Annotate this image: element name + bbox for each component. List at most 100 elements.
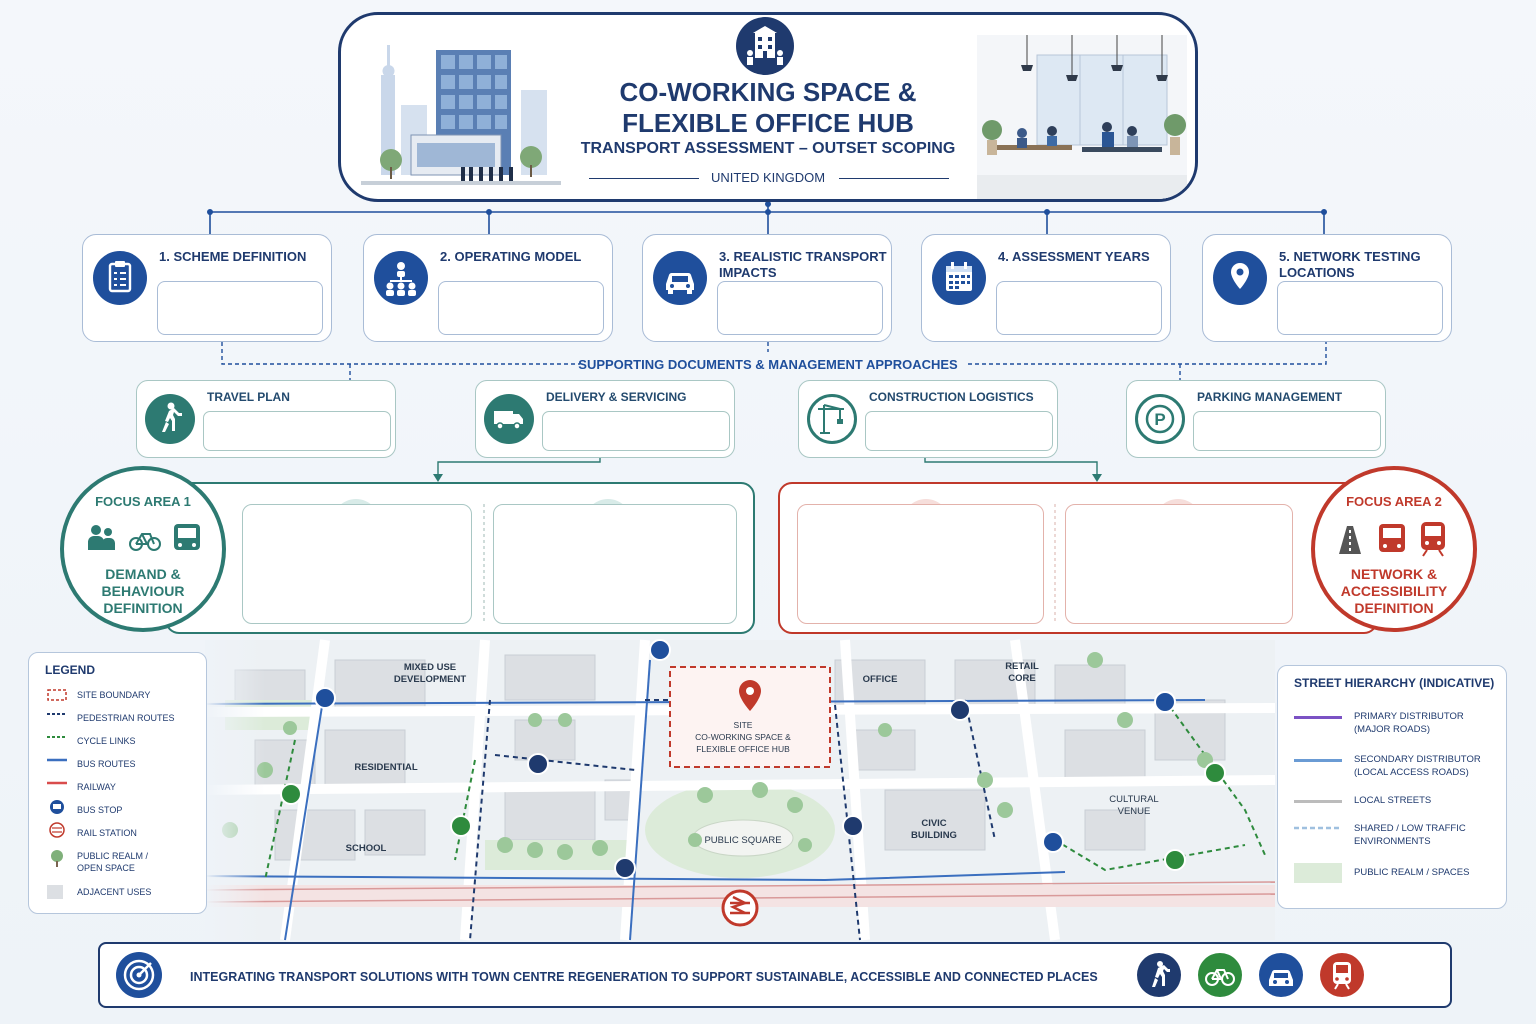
step-card-assessment-years: 4. ASSESSMENT YEARS bbox=[921, 234, 1171, 342]
secondary-distributor-swatch bbox=[1294, 759, 1342, 762]
doc-input-box[interactable] bbox=[865, 411, 1053, 451]
legend-item: ADJACENT USES bbox=[77, 887, 152, 897]
doc-input-box[interactable] bbox=[1193, 411, 1381, 451]
map-label-line: RETAIL bbox=[1005, 661, 1039, 672]
hierarchy-item: PUBLIC REALM / SPACES bbox=[1354, 867, 1470, 878]
focus-1-input-box-b[interactable] bbox=[493, 504, 737, 624]
focus-1-name-line2: BEHAVIOUR bbox=[101, 583, 185, 599]
country-divider-left bbox=[589, 178, 699, 179]
focus-2-input-box-a[interactable] bbox=[797, 504, 1044, 624]
header-country: UNITED KINGDOM bbox=[710, 170, 826, 185]
train-icon bbox=[1320, 953, 1364, 997]
focus-2-name-line3: DEFINITION bbox=[1354, 600, 1434, 616]
legend-item: SITE BOUNDARY bbox=[77, 690, 151, 700]
focus-2-name-line1: NETWORK & bbox=[1350, 566, 1438, 582]
header-title-line1: CO-WORKING SPACE & bbox=[619, 77, 917, 107]
legend-title: LEGEND bbox=[45, 663, 96, 677]
doc-card-travel-plan: TRAVEL PLAN bbox=[136, 380, 396, 458]
hierarchy-item-line: SECONDARY DISTRIBUTOR bbox=[1354, 754, 1481, 765]
map-label-office: OFFICE bbox=[862, 674, 898, 685]
footer-banner: INTEGRATING TRANSPORT SOLUTIONS WITH TOW… bbox=[98, 942, 1452, 1008]
step-input-box[interactable] bbox=[1277, 281, 1443, 335]
bus-route-swatch bbox=[47, 758, 67, 762]
hierarchy-item: PRIMARY DISTRIBUTOR(MAJOR ROADS) bbox=[1354, 710, 1464, 736]
legend-item: PEDESTRIAN ROUTES bbox=[77, 713, 175, 723]
road-bus-train-icons bbox=[1339, 522, 1445, 557]
map-label-line: DEVELOPMENT bbox=[393, 674, 467, 685]
primary-distributor-swatch bbox=[1294, 716, 1342, 719]
map-label-line: CORE bbox=[1008, 673, 1036, 684]
bus-stop-markers bbox=[314, 639, 1176, 853]
doc-label: TRAVEL PLAN bbox=[207, 390, 290, 404]
bicycle-icon bbox=[1198, 953, 1242, 997]
map-legend: LEGEND SITE BOUNDARY PEDESTRIAN ROUTES C… bbox=[28, 652, 207, 914]
map-label-line: CULTURAL bbox=[1109, 794, 1159, 805]
step-input-box[interactable] bbox=[717, 281, 883, 335]
map-label-line: CIVIC bbox=[921, 818, 947, 829]
step-input-box[interactable] bbox=[157, 281, 323, 335]
public-realm-swatch bbox=[1294, 863, 1342, 883]
walking-icon bbox=[1137, 953, 1181, 997]
car-icon bbox=[1259, 953, 1303, 997]
shared-low-traffic-swatch bbox=[1294, 826, 1342, 830]
doc-input-box[interactable] bbox=[542, 411, 730, 451]
focus-2-divider bbox=[1054, 504, 1056, 622]
map-label-public-square: PUBLIC SQUARE bbox=[704, 835, 782, 846]
doc-label: PARKING MANAGEMENT bbox=[1197, 390, 1343, 404]
railway-swatch bbox=[47, 781, 67, 785]
location-pin-icon bbox=[1213, 251, 1267, 305]
step-input-box[interactable] bbox=[996, 281, 1162, 335]
people-hierarchy-icon bbox=[374, 251, 428, 305]
pedestrian-route-swatch bbox=[47, 713, 67, 715]
crane-icon bbox=[807, 394, 857, 444]
adjacent-uses-swatch bbox=[47, 885, 63, 899]
rail-station-icon bbox=[49, 822, 65, 838]
step-card-network-testing: 5. NETWORK TESTING LOCATIONS bbox=[1202, 234, 1452, 342]
legend-item: BUS STOP bbox=[77, 805, 123, 815]
focus-area-2-label: FOCUS AREA 2 bbox=[1346, 494, 1442, 509]
focus-area-1-label: FOCUS AREA 1 bbox=[95, 494, 191, 509]
city-building-illustration bbox=[361, 45, 561, 185]
step-label: 4. ASSESSMENT YEARS bbox=[998, 249, 1150, 264]
parking-icon: P bbox=[1135, 394, 1185, 444]
focus-1-input-box-a[interactable] bbox=[242, 504, 472, 624]
street-hierarchy-legend: STREET HIERARCHY (INDICATIVE) PRIMARY DI… bbox=[1277, 665, 1507, 909]
step-card-operating-model: 2. OPERATING MODEL bbox=[363, 234, 613, 342]
doc-card-parking-management: P PARKING MANAGEMENT bbox=[1126, 380, 1386, 458]
cycle-link-swatch bbox=[47, 736, 67, 738]
local-streets-swatch bbox=[1294, 800, 1342, 803]
walking-icon bbox=[145, 394, 195, 444]
calendar-icon bbox=[932, 251, 986, 305]
truck-icon bbox=[484, 394, 534, 444]
step-input-box[interactable] bbox=[438, 281, 604, 335]
focus-1-name-line1: DEMAND & bbox=[105, 566, 181, 582]
focus-area-1-panel bbox=[165, 482, 755, 634]
legend-item: BUS ROUTES bbox=[77, 759, 136, 769]
focus-2-input-box-b[interactable] bbox=[1065, 504, 1293, 624]
street-hierarchy-title: STREET HIERARCHY (INDICATIVE) bbox=[1294, 676, 1495, 690]
step-label: 3. REALISTIC TRANSPORT IMPACTS bbox=[719, 249, 887, 280]
map-label-line: CO-WORKING SPACE & bbox=[695, 732, 791, 742]
step-card-transport-impacts: 3. REALISTIC TRANSPORT IMPACTS bbox=[642, 234, 892, 342]
footer-text: INTEGRATING TRANSPORT SOLUTIONS WITH TOW… bbox=[190, 970, 1098, 984]
legend-item: RAIL STATION bbox=[77, 828, 137, 838]
legend-item: CYCLE LINKS bbox=[77, 736, 136, 746]
step-card-scheme-definition: 1. SCHEME DEFINITION bbox=[82, 234, 332, 342]
supporting-documents-heading: SUPPORTING DOCUMENTS & MANAGEMENT APPROA… bbox=[578, 357, 958, 372]
legend-item: RAILWAY bbox=[77, 782, 116, 792]
doc-input-box[interactable] bbox=[203, 411, 391, 451]
country-divider-right bbox=[839, 178, 949, 179]
doc-label: DELIVERY & SERVICING bbox=[546, 390, 687, 404]
header-panel: CO-WORKING SPACE & FLEXIBLE OFFICE HUB T… bbox=[338, 12, 1198, 202]
legend-item: OPEN SPACE bbox=[77, 863, 135, 873]
map-label-line: MIXED USE bbox=[403, 662, 457, 673]
map-label-residential: RESIDENTIAL bbox=[354, 762, 418, 773]
map-label-school: SCHOOL bbox=[345, 843, 387, 854]
map-label-line: VENUE bbox=[1117, 806, 1151, 817]
focus-area-2-panel bbox=[778, 482, 1378, 634]
